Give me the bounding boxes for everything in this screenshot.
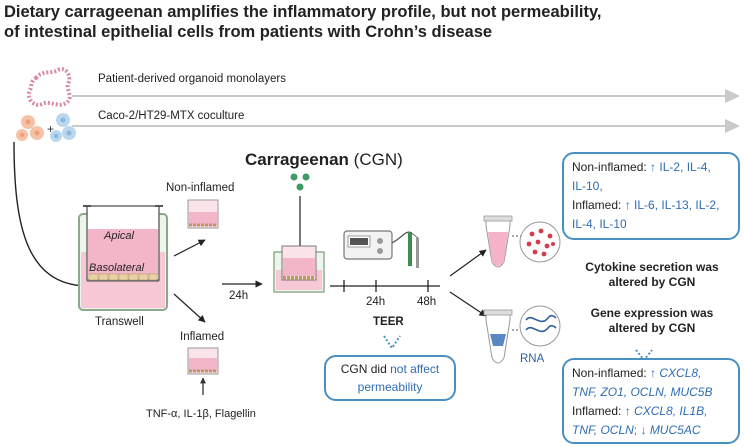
teer-label: TEER <box>373 316 404 328</box>
gene-non-inflamed-label: Non-inflamed: <box>572 366 647 380</box>
transwell-label: Transwell <box>95 316 144 328</box>
gene-non-inflamed-genes1: CXCL8, <box>659 366 702 380</box>
organoid-label: Patient-derived organoid monolayers <box>98 73 286 85</box>
organoid-icon <box>27 67 72 107</box>
cytokine-inflamed-values2: IL-4, IL-10 <box>572 217 627 231</box>
coculture-label: Caco-2/HT29-MTX coculture <box>98 110 245 122</box>
label-24h-first: 24h <box>229 290 249 302</box>
gene-non-inflamed-genes2: TNF, ZO1, OCLN, MUC5B <box>572 385 713 399</box>
organoid-bar <box>72 89 740 103</box>
teer-result-highlight: not affect <box>390 362 440 376</box>
arrow-to-cytokine <box>449 249 487 277</box>
svg-text:+: + <box>47 122 54 136</box>
gene-inflamed-genes2a: TNF, OCLN <box>572 423 634 437</box>
inflamed-label: Inflamed <box>180 331 225 343</box>
cytokine-non-inflamed-values: ↑ IL-2, IL-4, <box>650 160 711 174</box>
inflamed-well-icon <box>187 347 219 395</box>
label-48h: 48h <box>417 296 437 308</box>
non-inflamed-well-icon <box>187 199 219 229</box>
treated-well-icon <box>273 245 325 293</box>
rna-tube-icon <box>483 309 513 364</box>
non-inflamed-label: Non-inflamed <box>166 182 235 194</box>
basolateral-label: Basolateral <box>89 262 145 274</box>
gene-inflamed-arrow: ↑ <box>624 404 631 418</box>
treatment-abbr: (CGN) <box>353 150 403 169</box>
teer-result-prefix: CGN did <box>340 362 391 376</box>
rna-label: RNA <box>520 353 545 365</box>
cytokine-heading-line2: altered by CGN <box>608 275 696 289</box>
gene-heading: Gene expression was altered by CGN <box>572 306 732 336</box>
coculture-cells-icon: + <box>16 113 76 142</box>
supernatant-tube-icon <box>483 215 513 268</box>
gene-inflamed-genes1: CXCL8, IL1B, <box>634 404 708 418</box>
gene-heading-line2: altered by CGN <box>608 321 696 335</box>
cytokine-heading-line1: Cytokine secretion was <box>585 260 719 274</box>
gene-non-inflamed-arrow: ↑ <box>650 366 657 380</box>
coculture-bar <box>72 119 740 133</box>
cytokine-heading: Cytokine secretion was altered by CGN <box>572 260 732 290</box>
cytokine-inflamed-label: Inflamed: <box>572 198 622 212</box>
teer-meter-icon <box>343 230 419 268</box>
title-line-1: Dietary carrageenan amplifies the inflam… <box>4 3 602 21</box>
teer-result-box: CGN did not affect permeability <box>324 355 456 401</box>
figure-title: Dietary carrageenan amplifies the inflam… <box>4 2 724 42</box>
stimuli-label: TNF-α, IL-1β, Flagellin <box>146 408 256 420</box>
teer-result-line2: permeability <box>357 380 423 394</box>
arrow-to-gene <box>449 291 487 317</box>
treatment-label: Carrageenan (CGN) <box>245 150 403 170</box>
cgn-beads-icon <box>290 173 310 191</box>
transwell-illustration <box>78 205 168 311</box>
arrow-to-inflamed <box>173 293 206 323</box>
cytokine-result-box: Non-inflamed: ↑ IL-2, IL-4, IL-10, Infla… <box>562 152 740 240</box>
gene-heading-line1: Gene expression was <box>590 306 714 320</box>
curve-arrow <box>13 141 87 290</box>
cytokine-non-inflamed-values2: IL-10, <box>572 179 603 193</box>
cytokine-dots <box>526 228 555 257</box>
gene-inflamed-genes2b: MUC5AC <box>649 423 701 437</box>
cytokine-inflamed-values: ↑ IL-6, IL-13, IL-2, <box>624 198 720 212</box>
arrow-to-non-inflamed <box>173 239 206 257</box>
title-line-2: of intestinal epithelial cells from pati… <box>4 23 493 41</box>
label-24h: 24h <box>366 296 386 308</box>
gene-inflamed-sep: ; ↓ <box>633 423 647 437</box>
teer-timeline <box>330 280 440 292</box>
apical-label: Apical <box>104 230 134 242</box>
treatment-name: Carrageenan <box>245 150 349 169</box>
cytokine-non-inflamed-label: Non-inflamed: <box>572 160 647 174</box>
rna-strands <box>525 314 557 333</box>
gene-result-box: Non-inflamed: ↑ CXCL8, TNF, ZO1, OCLN, M… <box>562 358 740 444</box>
gene-inflamed-label: Inflamed: <box>572 404 622 418</box>
